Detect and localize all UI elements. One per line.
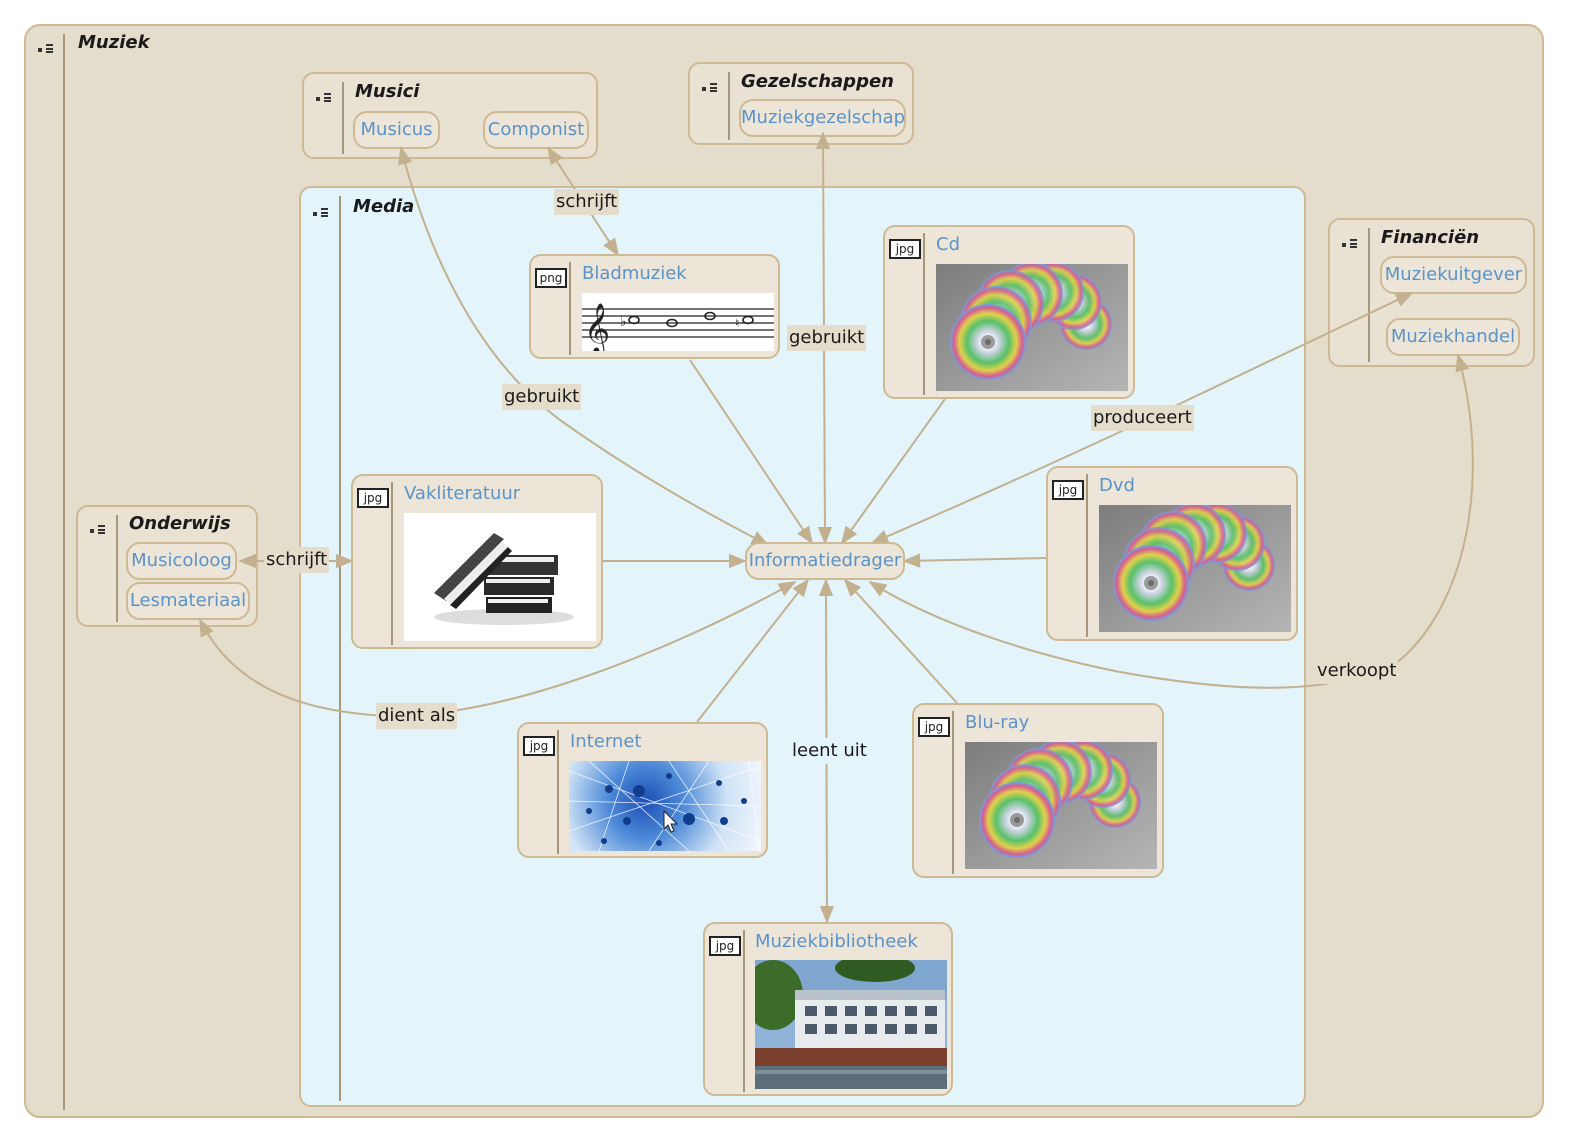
node-internet[interactable]: jpg Internet <box>517 722 768 858</box>
node-title[interactable]: Blu-ray <box>965 712 1030 733</box>
file-type-badge: jpg <box>709 936 741 956</box>
collapse-icon[interactable] <box>313 207 331 219</box>
node-title[interactable]: Muziekbibliotheek <box>755 931 918 952</box>
collapse-icon[interactable] <box>1342 238 1360 250</box>
node-cd[interactable]: jpg Cd <box>883 225 1135 399</box>
edge-label-dient-als: dient als <box>376 703 458 729</box>
node-componist[interactable]: Componist <box>483 111 589 149</box>
node-muziekbibliotheek[interactable]: jpg Muziekbibliotheek <box>703 922 953 1096</box>
edge-label-produceert: produceert <box>1091 405 1194 431</box>
node-informatiedrager[interactable]: Informatiedrager <box>745 542 905 580</box>
cd-spiral-image <box>936 264 1128 391</box>
node-divider <box>1086 474 1088 637</box>
group-divider <box>116 515 118 622</box>
collapse-icon[interactable] <box>38 43 56 55</box>
node-vakliteratuur[interactable]: jpg Vakliteratuur <box>351 474 603 649</box>
group-divider <box>339 196 341 1101</box>
collapse-icon[interactable] <box>316 92 334 104</box>
file-type-badge: jpg <box>357 488 389 508</box>
node-divider <box>391 482 393 645</box>
node-divider <box>569 262 571 355</box>
node-divider <box>743 930 745 1092</box>
group-title-media: Media <box>353 196 415 217</box>
node-muziekuitgever[interactable]: Muziekuitgever <box>1380 256 1527 294</box>
group-divider <box>728 72 730 140</box>
library-building-image <box>755 960 947 1089</box>
group-title-musici: Musici <box>355 81 420 102</box>
group-title-gezelschappen: Gezelschappen <box>741 71 894 92</box>
dvd-spiral-image <box>1099 505 1291 632</box>
group-divider <box>342 82 344 154</box>
bluray-spiral-image <box>965 742 1157 869</box>
node-title[interactable]: Internet <box>570 731 642 752</box>
group-title-onderwijs: Onderwijs <box>129 513 231 534</box>
file-type-badge: jpg <box>1052 480 1084 500</box>
file-type-badge: png <box>535 268 567 288</box>
node-title[interactable]: Cd <box>936 234 960 255</box>
node-divider <box>923 233 925 395</box>
node-musicus[interactable]: Musicus <box>353 111 440 149</box>
collapse-icon[interactable] <box>702 82 720 94</box>
node-title[interactable]: Bladmuziek <box>582 263 687 284</box>
collapse-icon[interactable] <box>90 524 108 536</box>
node-title[interactable]: Vakliteratuur <box>404 483 521 504</box>
edge-label-schrijft-componist: schrijft <box>554 189 620 215</box>
group-divider <box>63 34 65 1110</box>
node-lesmateriaal[interactable]: Lesmateriaal <box>126 582 250 620</box>
node-musicoloog[interactable]: Musicoloog <box>126 542 237 580</box>
group-divider <box>1368 228 1370 362</box>
edge-label-leent-uit: leent uit <box>790 738 869 764</box>
node-bluray[interactable]: jpg Blu-ray <box>912 703 1164 878</box>
node-divider <box>952 711 954 874</box>
books-image <box>404 513 596 641</box>
svg-text:♮: ♮ <box>735 316 739 330</box>
node-divider <box>557 730 559 854</box>
network-image <box>569 761 761 851</box>
node-bladmuziek[interactable]: png Bladmuziek 𝄞 ♭ ♮ <box>529 254 780 359</box>
svg-text:♭: ♭ <box>620 314 627 330</box>
node-title[interactable]: Dvd <box>1099 475 1135 496</box>
svg-text:𝄞: 𝄞 <box>584 303 610 351</box>
edge-label-gebruikt-gezelschap: gebruikt <box>787 325 867 351</box>
node-muziekgezelschap[interactable]: Muziekgezelschap <box>739 99 906 137</box>
edge-label-schrijft-musicoloog: schrijft <box>264 547 330 573</box>
sheet-music-image: 𝄞 ♭ ♮ <box>582 293 774 351</box>
file-type-badge: jpg <box>918 717 950 737</box>
node-dvd[interactable]: jpg Dvd <box>1046 466 1298 641</box>
file-type-badge: jpg <box>889 239 921 259</box>
edge-label-verkoopt: verkoopt <box>1315 658 1399 684</box>
node-muziekhandel[interactable]: Muziekhandel <box>1386 318 1520 356</box>
file-type-badge: jpg <box>523 736 555 756</box>
group-title-financien: Financiën <box>1381 227 1480 248</box>
edge-label-gebruikt-musicus: gebruikt <box>502 384 582 410</box>
group-title-muziek: Muziek <box>78 32 150 53</box>
